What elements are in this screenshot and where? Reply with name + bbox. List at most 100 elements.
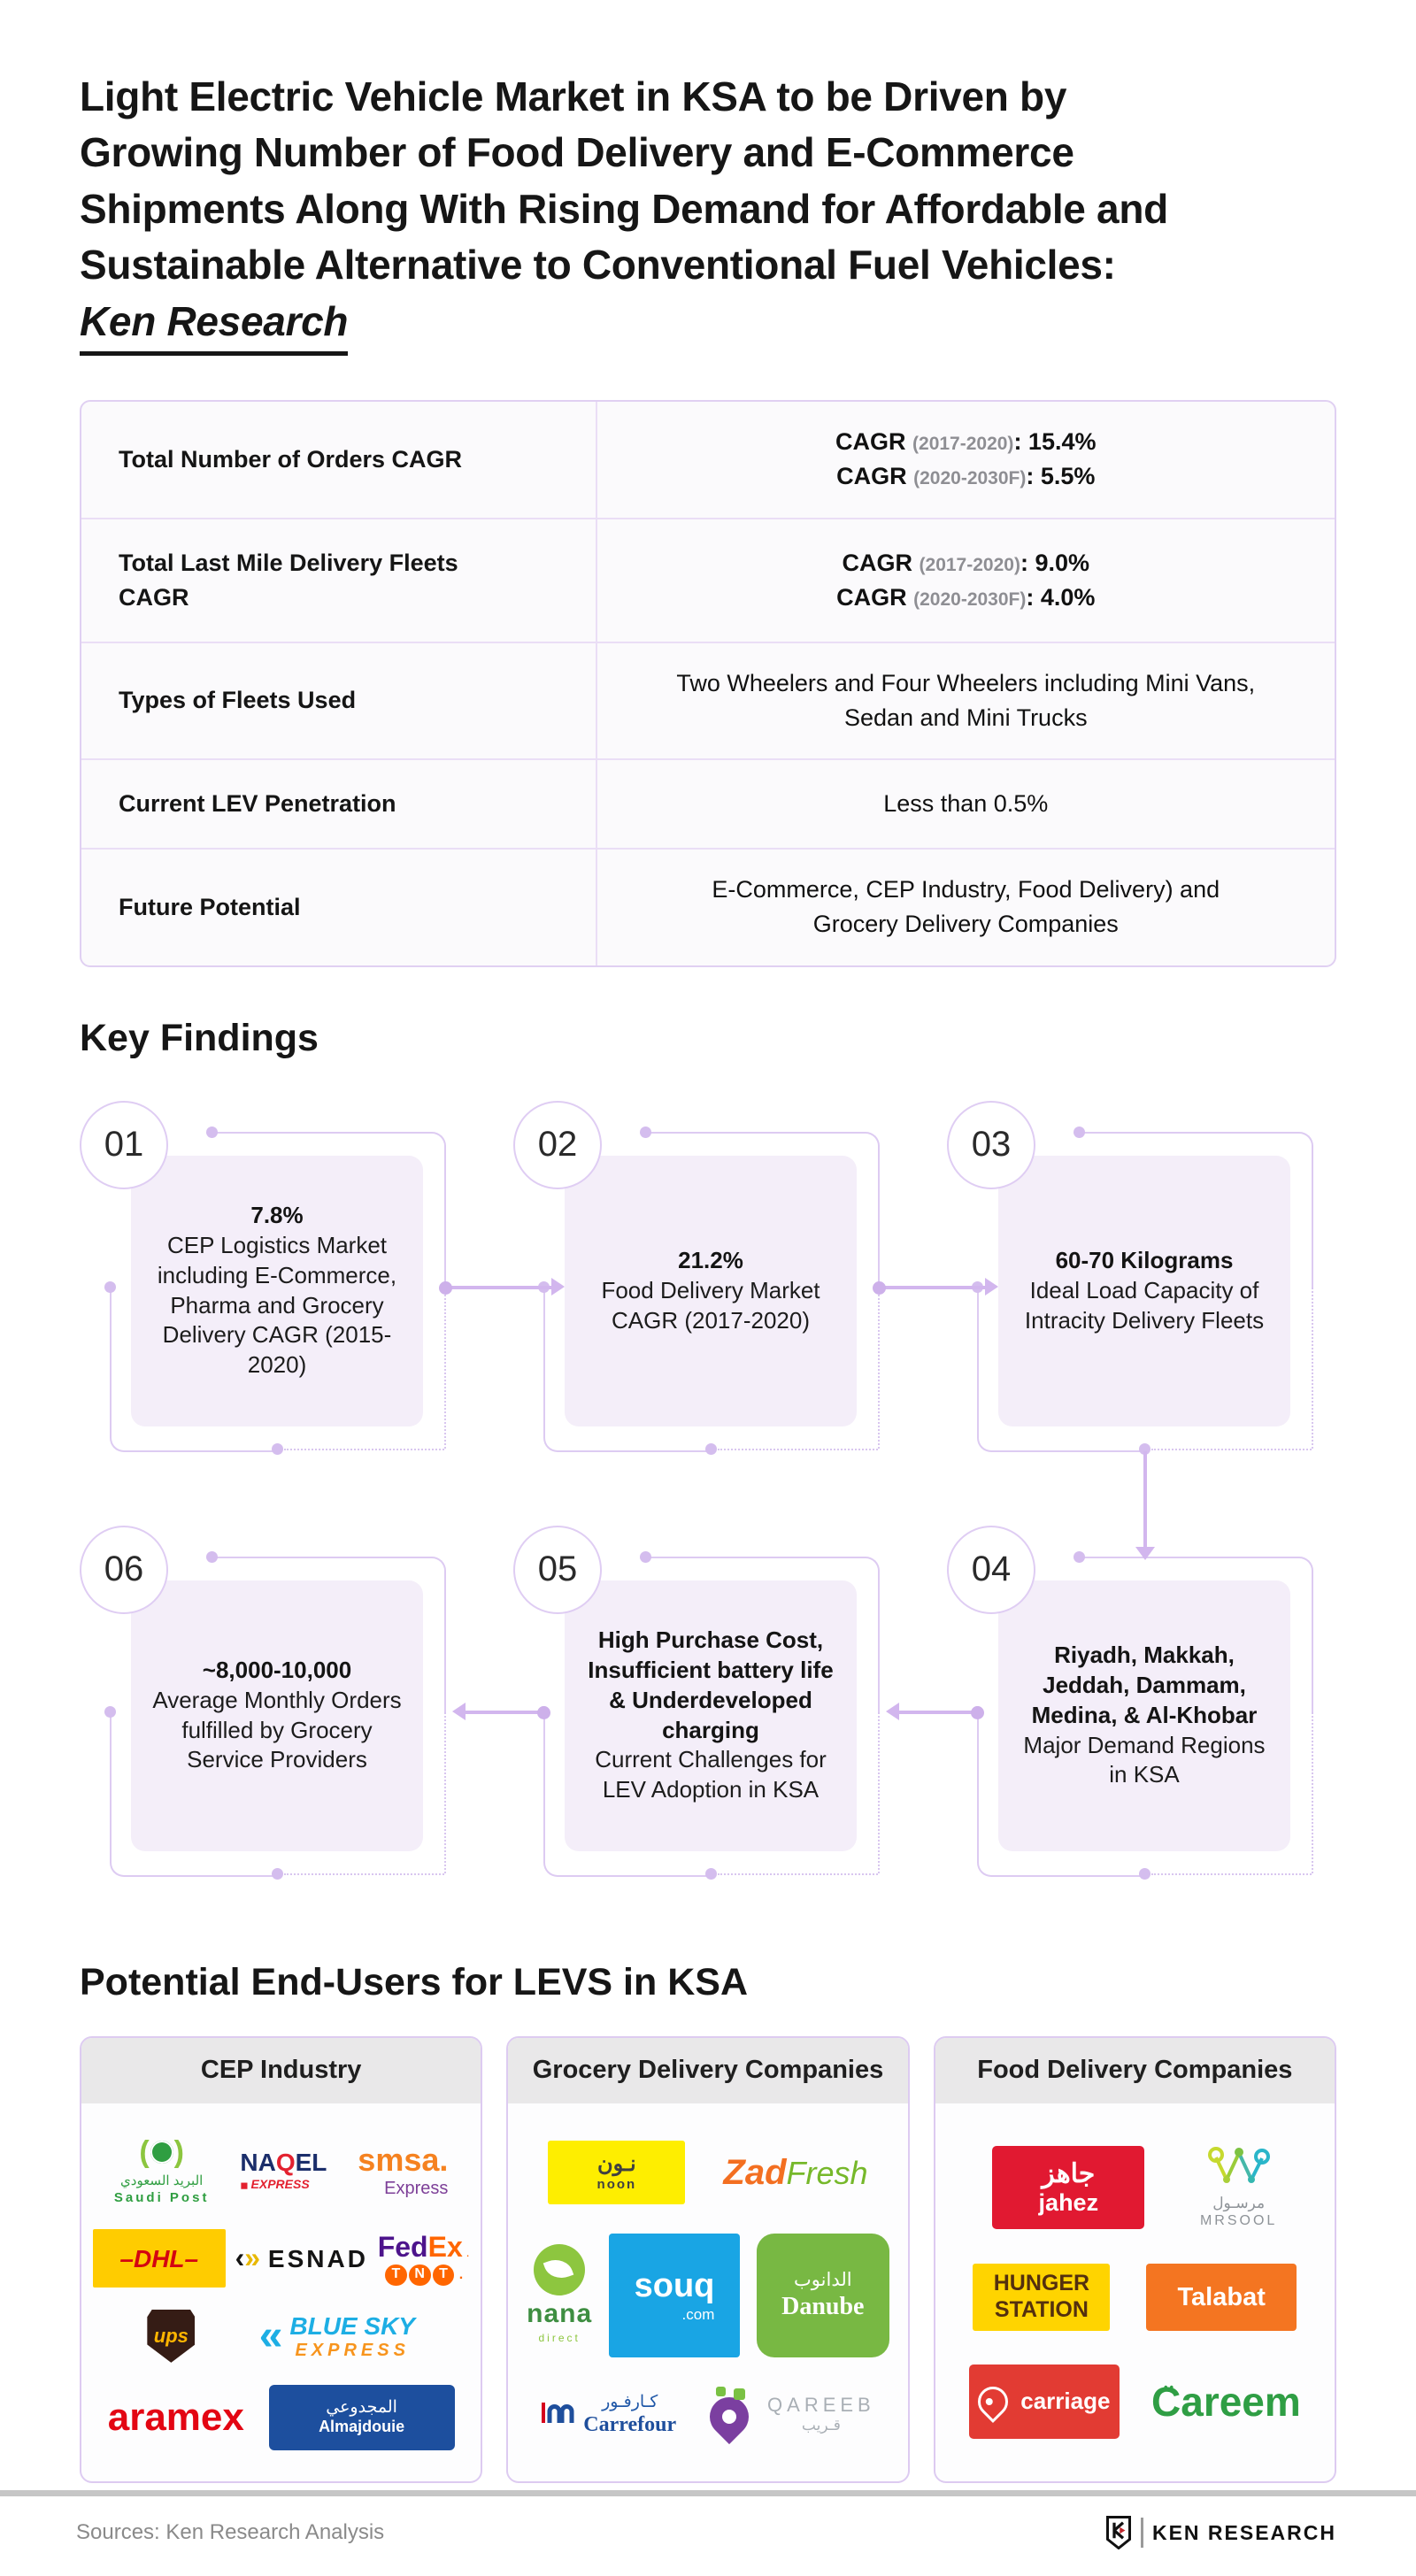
logo-text: STATION xyxy=(994,2296,1089,2322)
frame-dot xyxy=(640,1550,651,1563)
finding-headline: Riyadh, Makkah, Jeddah, Dammam, Medina, … xyxy=(1031,1642,1258,1728)
frame-top-right xyxy=(212,1556,446,1714)
logo-line: STATION xyxy=(995,2297,1089,2324)
table-value-line: E-Commerce, CEP Industry, Food Delivery)… xyxy=(673,873,1258,942)
logo-text: Q xyxy=(275,2148,296,2176)
qareeb-pin-icon xyxy=(701,2386,758,2444)
table-value-line: CAGR (2017-2020): 9.0% xyxy=(843,546,1089,581)
arrow-04-to-05-tail-dot xyxy=(971,1705,984,1719)
frame-right-dotted xyxy=(878,1287,880,1449)
frame-top-right xyxy=(1080,1556,1313,1714)
arrow-01-to-02-head xyxy=(551,1277,573,1296)
finding-number-05: 05 xyxy=(513,1525,602,1614)
logo-text: Fed xyxy=(377,2230,428,2263)
finding-number-06: 06 xyxy=(80,1525,168,1614)
arrow-05-to-06-tail-dot xyxy=(537,1705,550,1719)
logo-text: كـارفـور xyxy=(602,2392,658,2411)
frame-dot xyxy=(272,1442,283,1455)
logo-text: Almajdouie xyxy=(319,2418,405,2435)
arrow-05-to-06-head xyxy=(443,1702,466,1720)
page-title: Light Electric Vehicle Market in KSA to … xyxy=(80,69,1336,357)
frame-dot xyxy=(1139,1442,1150,1455)
table-label: Current LEV Penetration xyxy=(81,760,596,848)
finding-number-03: 03 xyxy=(947,1100,1035,1189)
logo-text: . xyxy=(439,2141,449,2178)
logo-line: direct xyxy=(538,2330,580,2347)
table-label-text: Current LEV Penetration xyxy=(119,790,396,818)
logo-line: BLUE SKY xyxy=(289,2311,415,2341)
logo-line: ‹» ESNAD xyxy=(235,2242,368,2275)
logo-text: EXPRESS xyxy=(295,2340,410,2360)
logo-line: البريد السعودي xyxy=(120,2173,203,2190)
logo-text: BLUE SKY xyxy=(289,2311,415,2340)
souq-logo: souq.com xyxy=(608,2234,740,2358)
logo-line: ZadFresh xyxy=(723,2152,867,2194)
ken-research-shield-icon xyxy=(1105,2516,1131,2549)
logo-line: الدانوب xyxy=(794,2270,852,2292)
frame-dot xyxy=(640,1126,651,1138)
frame-top-right xyxy=(646,1131,880,1289)
frame-top-right xyxy=(212,1131,446,1289)
logo-text: Carrefour xyxy=(583,2412,677,2436)
logo-text: –DHL– xyxy=(119,2244,199,2272)
frame-right-dotted xyxy=(1312,1287,1313,1449)
finding-box-04: Riyadh, Makkah, Jeddah, Dammam, Medina, … xyxy=(998,1580,1290,1851)
logo-text: EL xyxy=(295,2148,327,2176)
logo-line: nana xyxy=(527,2298,592,2329)
logo-text: الدانوب xyxy=(794,2270,852,2291)
nana-leaf-icon xyxy=(534,2244,586,2296)
table-label-text: Future Potential xyxy=(119,893,301,920)
table-value-text: CAGR xyxy=(842,549,920,576)
dhl-wordmark: –DHL– xyxy=(119,2244,198,2273)
logo-text: ESNAD xyxy=(267,2245,368,2273)
finding-headline: High Purchase Cost, Insufficient battery… xyxy=(588,1626,834,1743)
frame-dot xyxy=(104,1280,116,1293)
table-value-line: CAGR (2020-2030F): 5.5% xyxy=(836,459,1095,494)
frame-right-dotted xyxy=(444,1287,446,1449)
zadfresh-wordmark: ZadFresh xyxy=(723,2152,867,2194)
arrow-02-to-03 xyxy=(879,1285,987,1289)
logo-line: Carrefour xyxy=(583,2412,676,2437)
finding-description: Average Monthly Orders fulfilled by Groc… xyxy=(152,1686,402,1773)
frame-top-right xyxy=(1080,1131,1313,1289)
nana-wordmark: nana direct xyxy=(527,2298,592,2346)
frame-bottom-left xyxy=(977,1287,1147,1452)
aramex-wordmark: aramex xyxy=(108,2395,244,2441)
logo-text: المجدوعي xyxy=(326,2397,397,2417)
ups-shield-icon: ups xyxy=(147,2309,196,2363)
card-title: Food Delivery Companies xyxy=(935,2037,1335,2103)
title-line: Sustainable Alternative to Conventional … xyxy=(80,242,1116,288)
ken-research-logo: KEN RESEARCH xyxy=(1105,2516,1336,2549)
ken-research-link[interactable]: Ken Research xyxy=(80,294,349,357)
logo-text: direct xyxy=(538,2331,581,2344)
logo-row: carriageCareem xyxy=(943,2364,1328,2439)
logo-line: HUNGER xyxy=(994,2271,1089,2297)
frame-dot xyxy=(1074,1126,1085,1138)
frame-bottom-dotted xyxy=(718,1872,878,1875)
table-value-text: : 4.0% xyxy=(1026,583,1096,611)
logo-text: Ex xyxy=(427,2230,463,2263)
arrow-03-to-04 xyxy=(1143,1450,1147,1549)
carriage-logo: carriage xyxy=(968,2364,1120,2439)
logo-text: MRSOOL xyxy=(1199,2213,1278,2229)
brand-wordmark: KEN RESEARCH xyxy=(1151,2520,1336,2544)
arrow-01-to-02 xyxy=(445,1285,553,1289)
logo-line: ◼ EXPRESS xyxy=(240,2177,309,2194)
logo-line: EXPRESS xyxy=(295,2341,409,2362)
logo-text: HUNGER xyxy=(993,2271,1090,2296)
finding-number-02: 02 xyxy=(513,1100,602,1189)
smsa-logo: smsa.Express xyxy=(358,2142,448,2200)
logo-line: Talabat xyxy=(1177,2282,1265,2312)
